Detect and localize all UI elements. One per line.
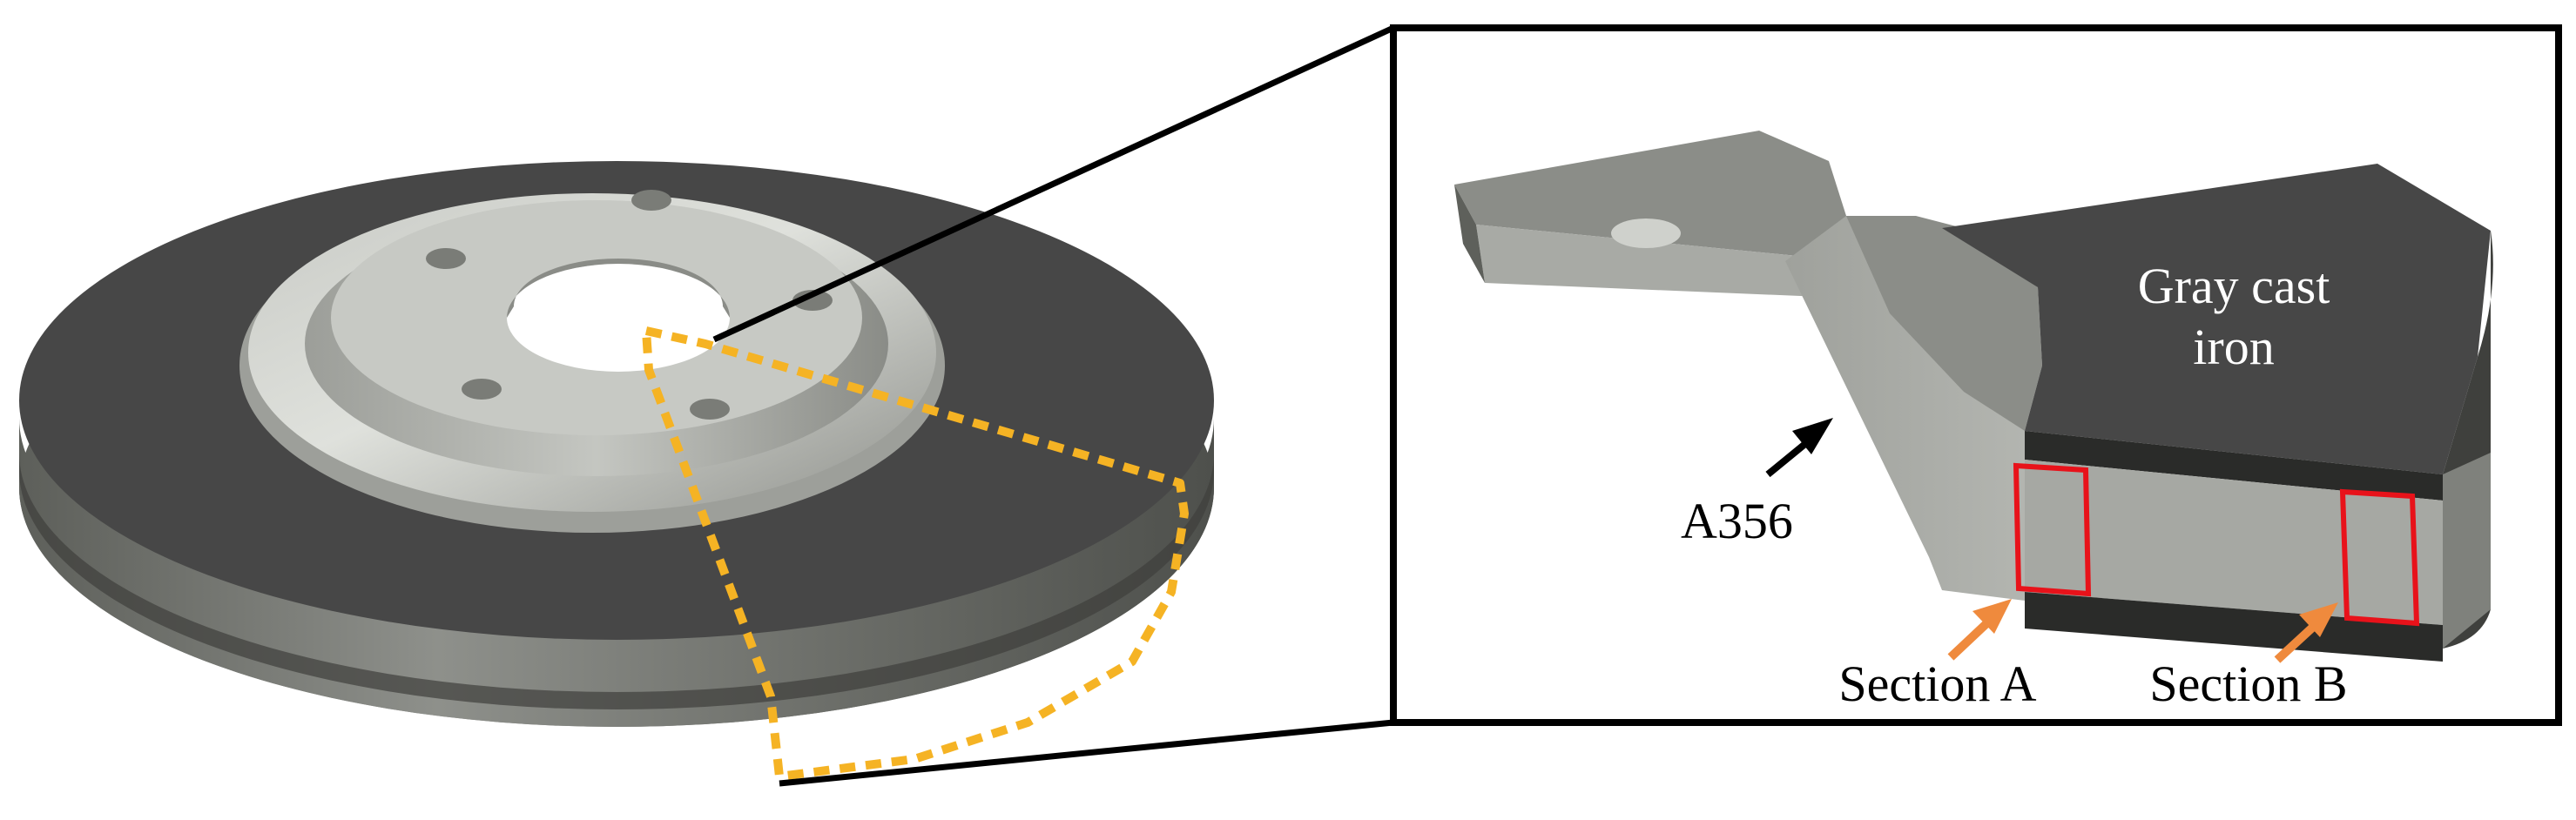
- hat-flange-side: [1476, 225, 1842, 298]
- bolt-hole: [631, 190, 671, 211]
- label-gray-cast-iron-line1: Gray cast: [2138, 258, 2330, 314]
- zoom-connector-bottom: [779, 719, 1394, 787]
- section-b-box: [2339, 488, 2420, 627]
- friction-ring-top: [1942, 164, 2491, 474]
- zoom-connector-top: [712, 24, 1395, 343]
- pointer-arrow-a356: [1765, 418, 1833, 478]
- hat-flange-top: [1454, 131, 1846, 259]
- label-a356: A356: [1681, 493, 1793, 549]
- flange-bolt-hole: [1611, 218, 1681, 248]
- hat-flange-front: [1454, 185, 1485, 283]
- bolt-hole: [690, 399, 730, 420]
- bolt-hole: [462, 379, 502, 400]
- friction-ring-end-face: [2443, 453, 2491, 649]
- pointer-arrow-section-b: [2274, 602, 2338, 663]
- section-detail: Gray cast iron A356 Section A Section B: [1454, 131, 2493, 712]
- section-a-box: [2013, 462, 2092, 597]
- bolt-hole: [792, 290, 833, 311]
- hat-leg-inner: [1846, 216, 2042, 431]
- center-bore: [507, 264, 730, 372]
- hat-leg: [1785, 216, 2025, 601]
- friction-ring-upper-band: [2025, 431, 2443, 501]
- label-section-b: Section B: [2149, 655, 2347, 712]
- label-gray-cast-iron-line2: iron: [2193, 319, 2274, 375]
- label-section-a: Section A: [1838, 655, 2036, 712]
- pointer-arrow-section-a: [1947, 599, 2012, 661]
- vent-band: [2025, 460, 2443, 625]
- brake-disc: [19, 161, 1214, 781]
- highlight-sector-outline: [642, 326, 1189, 781]
- friction-ring-lower-band: [2025, 592, 2443, 662]
- bolt-hole: [426, 248, 466, 269]
